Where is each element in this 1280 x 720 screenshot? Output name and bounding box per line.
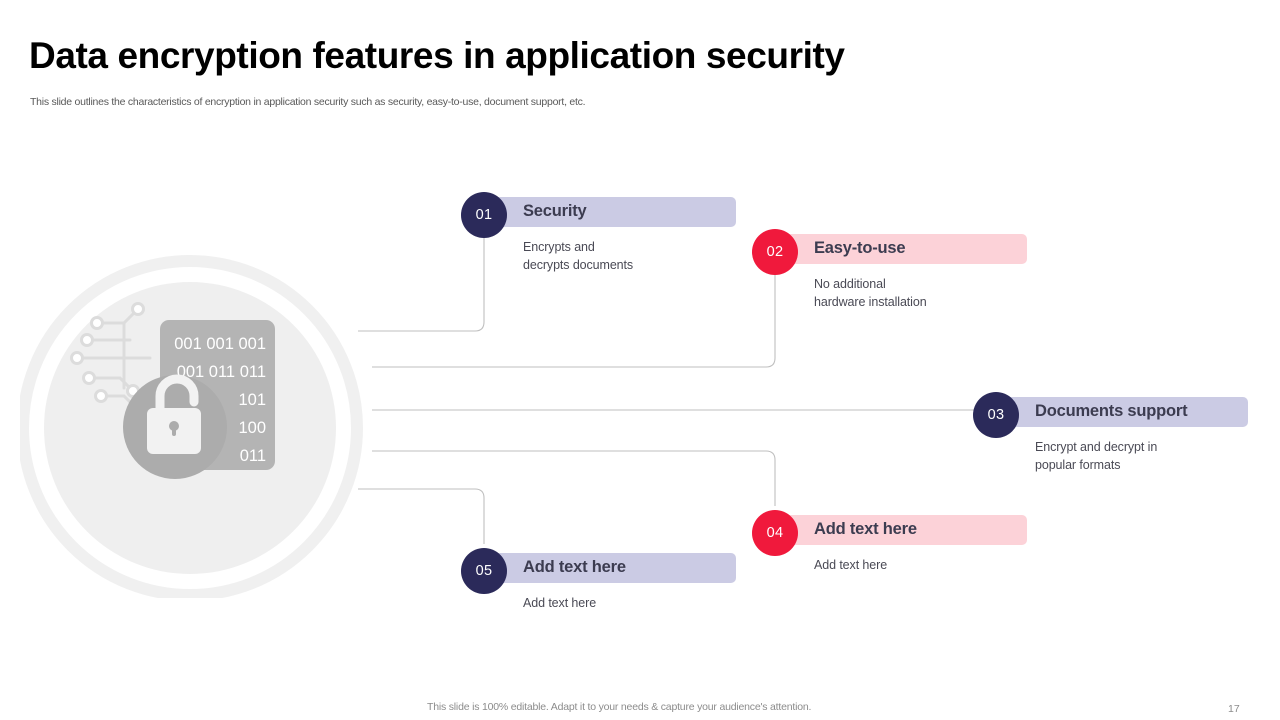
binary-row-3: 100 <box>238 419 266 437</box>
feature-item-05[interactable]: 05 Add text here Add text here <box>461 548 736 610</box>
feature-number-badge[interactable]: 02 <box>752 229 798 275</box>
feature-item-04[interactable]: 04 Add text here Add text here <box>752 510 1027 572</box>
binary-digits: 001 001 001 001 011 011 101 100 011 <box>174 335 266 465</box>
feature-item-02[interactable]: 02 Easy-to-use No additional hardware in… <box>752 229 1027 309</box>
encryption-lock-illustration: 001 001 001 001 011 011 101 100 011 <box>20 238 390 598</box>
feature-head: 02 Easy-to-use <box>752 229 1027 275</box>
feature-title: Add text here <box>814 520 917 538</box>
feature-bar <box>484 197 736 227</box>
feature-item-01[interactable]: 01 Security Encrypts and decrypts docume… <box>461 192 736 272</box>
feature-title: Easy-to-use <box>814 239 906 257</box>
feature-title: Documents support <box>1035 402 1188 420</box>
feature-description: Encrypt and decrypt in popular formats <box>1035 440 1158 472</box>
feature-head: 03 Documents support <box>973 392 1248 438</box>
feature-bar <box>775 234 1027 264</box>
illustration-outer-ring <box>20 255 363 598</box>
page-number: 17 <box>1228 703 1240 715</box>
page-title: Data encryption features in application … <box>29 35 845 76</box>
feature-number-badge[interactable]: 05 <box>461 548 507 594</box>
feature-title: Security <box>523 202 587 220</box>
feature-description: No additional hardware installation <box>814 277 927 309</box>
feature-bar <box>484 553 736 583</box>
footer-note: This slide is 100% editable. Adapt it to… <box>427 701 812 713</box>
open-padlock-icon <box>147 374 201 454</box>
feature-bar <box>775 515 1027 545</box>
feature-number-badge[interactable]: 04 <box>752 510 798 556</box>
feature-head: 04 Add text here <box>752 510 1027 556</box>
feature-item-03[interactable]: 03 Documents support Encrypt and decrypt… <box>973 392 1248 472</box>
page-subtitle: This slide outlines the characteristics … <box>30 96 586 108</box>
feature-title: Add text here <box>523 558 626 576</box>
binary-row-4: 011 <box>240 447 266 465</box>
feature-description: Encrypts and decrypts documents <box>523 240 634 272</box>
binary-row-0: 001 001 001 <box>174 335 266 353</box>
feature-number-badge[interactable]: 03 <box>973 392 1019 438</box>
circuit-trace-icon <box>80 312 152 406</box>
binary-row-1: 001 011 011 <box>177 363 266 381</box>
feature-description: Add text here <box>814 558 888 572</box>
feature-bar <box>996 397 1248 427</box>
feature-description: Add text here <box>523 596 597 610</box>
binary-row-2: 101 <box>238 391 266 409</box>
feature-number-badge[interactable]: 01 <box>461 192 507 238</box>
feature-head: 01 Security <box>461 192 736 238</box>
feature-head: 05 Add text here <box>461 548 736 594</box>
